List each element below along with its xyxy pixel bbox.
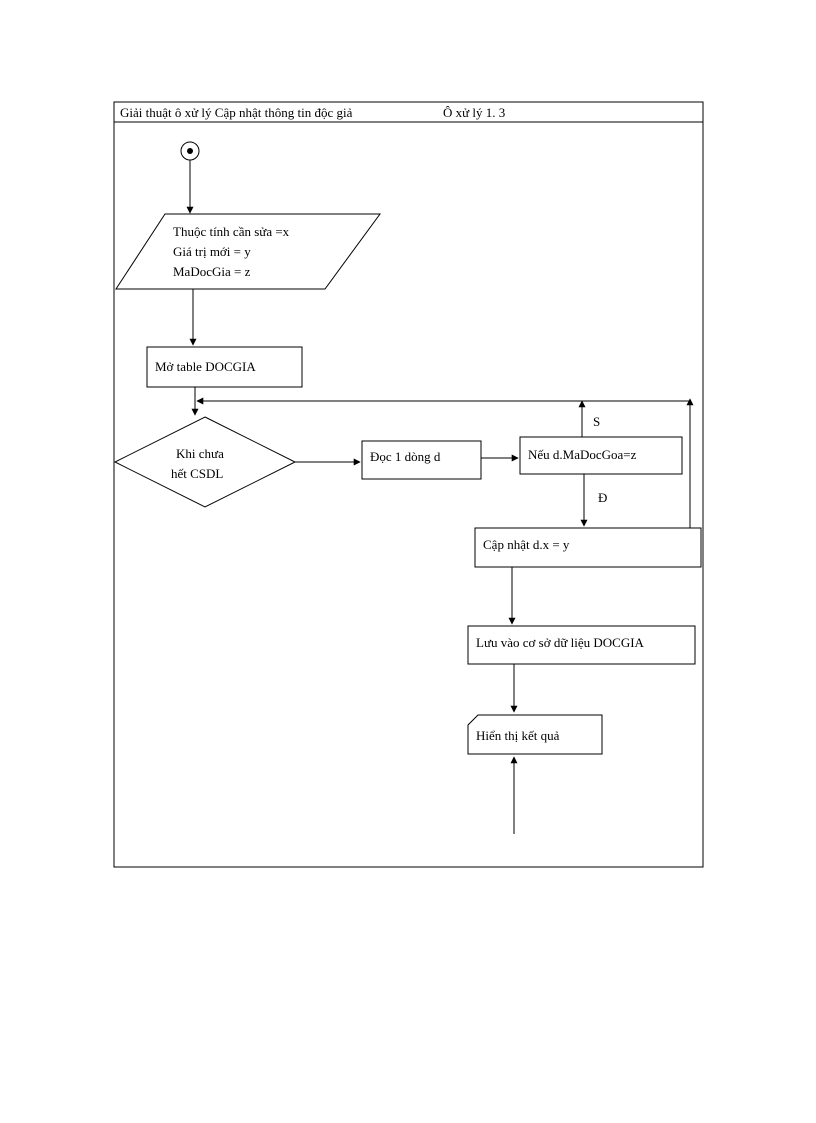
input-line-2: Giá trị mới = y (173, 244, 251, 259)
display-label: Hiển thị kết quả (476, 728, 560, 743)
loop-condition-line-1: Khi chưa (176, 446, 224, 461)
true-branch-label: Đ (598, 490, 607, 505)
update-node (474, 527, 702, 568)
match-check-label: Nếu d.MaDocGoa=z (528, 447, 637, 462)
display-node (467, 714, 603, 755)
match-check-node (519, 436, 683, 475)
open-table-node (146, 346, 303, 388)
process-id: Ô xử lý 1. 3 (443, 105, 505, 120)
input-line-1: Thuộc tính cần sửa =x (173, 224, 290, 239)
input-line-3: MaDocGia = z (173, 264, 251, 279)
read-row-label: Đọc 1 dòng d (370, 449, 441, 464)
input-node (115, 213, 381, 290)
open-table-label: Mở table DOCGIA (155, 359, 256, 374)
loop-condition-node (113, 416, 297, 508)
loop-condition-line-2: hết CSDL (171, 466, 223, 481)
read-row-node (361, 440, 482, 480)
diagram-title: Giải thuật ô xử lý Cập nhật thông tin độ… (120, 105, 353, 120)
start-node (180, 141, 200, 161)
false-branch-label: S (593, 414, 600, 429)
save-label: Lưu vào cơ sở dữ liệu DOCGIA (476, 635, 645, 650)
update-label: Cập nhật d.x = y (483, 537, 570, 552)
save-node (467, 625, 696, 665)
